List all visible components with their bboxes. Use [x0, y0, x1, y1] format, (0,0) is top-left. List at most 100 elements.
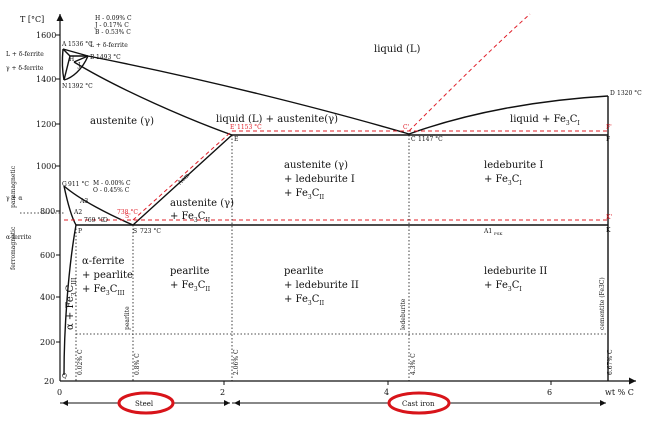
point-g: G: [62, 181, 67, 188]
point-s-temp: 723 °C: [140, 228, 161, 235]
tag-4.3c: 4.3% C: [410, 353, 417, 375]
x-ticks: [223, 381, 552, 385]
svg-text:ledeburite II: ledeburite II: [484, 266, 547, 277]
tag-0.8c: 0.8% C: [134, 353, 141, 375]
tag-cementite: cementite (Fe3C): [599, 277, 606, 330]
y-axis-title: T [°C]: [20, 15, 44, 24]
tag-2.06c: 2.06% C: [233, 349, 240, 375]
region-alpha-fe3c-vertical: α + Fe3CIII: [65, 277, 78, 330]
x-axis-unit: wt % C: [605, 388, 634, 397]
y-tick-1600: 1600: [36, 31, 56, 40]
label-paramagnetic: paramagnetic: [10, 165, 17, 208]
steel-label: Steel: [135, 400, 154, 408]
y-tick-1400: 1400: [36, 75, 56, 84]
tag-6.67c: 6.67% C: [607, 349, 614, 375]
y-tick-600: 600: [40, 251, 55, 260]
point-q: Q: [62, 373, 67, 380]
note-o: O - 0.45% C: [93, 187, 130, 194]
region-pearlite: pearlite + Fe3CII: [170, 266, 211, 293]
label-l-delta: L + δ-ferrite: [6, 51, 44, 58]
y-tick-20: 20: [44, 377, 54, 386]
svg-text:+ Fe3CI: + Fe3CI: [484, 280, 522, 293]
point-o: O: [103, 217, 108, 224]
note-b: B - 0.53% C: [95, 29, 131, 36]
point-a: A: [61, 41, 67, 48]
point-s-prime: S': [125, 213, 131, 220]
svg-text:austenite (γ): austenite (γ): [170, 198, 234, 209]
point-d-temp: 1320 °C: [617, 90, 642, 97]
label-a1-sub: PSK: [494, 231, 503, 236]
point-j: J: [77, 62, 81, 69]
svg-text:austenite (γ): austenite (γ): [284, 160, 348, 171]
metastable-lines: [64, 13, 608, 221]
label-a1: A1: [483, 228, 492, 235]
svg-text:+ Fe3CII: + Fe3CII: [284, 294, 325, 307]
svg-text:liquid + Fe3CI: liquid + Fe3CI: [510, 114, 580, 127]
point-n: N: [62, 83, 67, 90]
note-j: J - 0.17% C: [94, 22, 129, 29]
region-ledeburite-2: ledeburite II + Fe3CI: [484, 266, 547, 293]
steel-highlight: [117, 391, 175, 415]
y-tick-200: 200: [40, 338, 55, 347]
point-p: P: [78, 228, 82, 235]
region-pearlite-ledeburite: pearlite + ledeburite II + Fe3CII: [284, 266, 359, 307]
point-e-prime-temp: 1153 °C: [237, 124, 262, 131]
point-n-temp: 1392 °C: [68, 83, 93, 90]
svg-text:+ ledeburite II: + ledeburite II: [284, 280, 359, 291]
svg-text:+ Fe3CI: + Fe3CI: [484, 174, 522, 187]
tag-0.02c: 0.02% C: [77, 349, 84, 375]
tag-ledeburite: ledeburite: [400, 298, 407, 330]
svg-text:+ Fe3CIII: + Fe3CIII: [82, 284, 125, 297]
x-tick-6: 6: [547, 388, 552, 397]
point-e: E: [234, 136, 238, 143]
svg-text:+ Fe3CII: + Fe3CII: [284, 188, 325, 201]
x-tick-0: 0: [57, 388, 62, 397]
point-o-temp: 769 °C: [84, 217, 105, 224]
label-alpha-ferrite: α-ferrite: [6, 234, 32, 241]
note-m: M - 0.00% C: [93, 180, 131, 187]
svg-text:+ pearlite: + pearlite: [82, 270, 133, 281]
region-alpha-pearlite: α-ferrite + pearlite + Fe3CIII: [82, 256, 133, 297]
note-h: H - 0.09% C: [95, 15, 132, 22]
svg-text:ledeburite I: ledeburite I: [484, 160, 543, 171]
region-liquid-austenite: liquid (L) + austenite(γ): [216, 114, 338, 125]
region-austenite-fe3c: austenite (γ) + Fe3CII: [170, 198, 234, 224]
point-c-temp: 1147 °C: [418, 136, 443, 143]
label-gamma-delta: γ + δ-ferrite: [6, 65, 44, 72]
label-l-delta-2: L + δ-ferrite: [90, 42, 128, 49]
region-ledeburite-1: ledeburite I + Fe3CI: [484, 160, 543, 187]
region-austenite: austenite (γ): [90, 116, 154, 127]
y-ticks: [56, 34, 60, 343]
point-a-temp: 1536 °C: [68, 41, 93, 48]
svg-text:pearlite: pearlite: [284, 266, 323, 277]
point-s: S: [133, 228, 137, 235]
point-h: H: [69, 56, 74, 63]
phase-boundaries: [61, 48, 609, 381]
x-tick-2: 2: [220, 388, 225, 397]
point-c-prime: C': [403, 124, 410, 131]
point-d: D: [610, 90, 615, 97]
point-b: B: [90, 54, 95, 61]
point-b-temp: 1493 °C: [96, 54, 121, 61]
svg-text:+ Fe3CII: + Fe3CII: [170, 211, 211, 224]
point-k-prime: K': [606, 214, 612, 221]
y-tick-1000: 1000: [36, 162, 56, 171]
cast-iron-label: Cast iron: [402, 400, 435, 408]
y-tick-1200: 1200: [36, 120, 56, 129]
point-f: F: [606, 136, 610, 143]
region-liquid: liquid (L): [374, 44, 421, 55]
point-s-prime-temp: 738 °C: [117, 209, 138, 216]
svg-text:+ ledeburite I: + ledeburite I: [284, 174, 355, 185]
svg-text:+ Fe3CII: + Fe3CII: [170, 280, 211, 293]
point-f-prime: F': [606, 124, 612, 131]
svg-text:α-ferrite: α-ferrite: [82, 256, 125, 267]
point-c: C: [411, 136, 416, 143]
cast-iron-highlight: [387, 391, 451, 415]
y-tick-400: 400: [40, 293, 55, 302]
point-k: K: [606, 227, 611, 234]
point-e-prime: E': [230, 124, 236, 131]
region-liquid-fe3c: liquid + Fe3CI: [510, 114, 580, 127]
label-a3: A3: [79, 198, 88, 205]
label-ferromagnetic: ferromagnetic: [10, 226, 17, 270]
